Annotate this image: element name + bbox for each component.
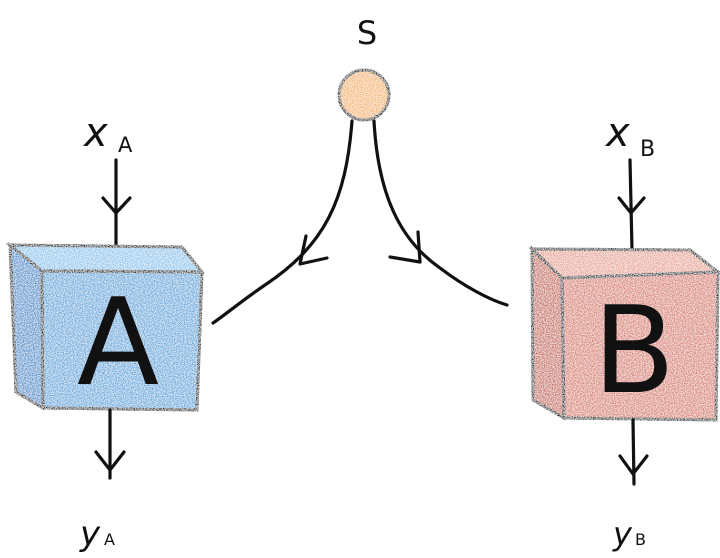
box-b-output-subscript: B xyxy=(635,530,646,549)
box-b-side-face xyxy=(530,245,566,421)
source-label: S xyxy=(357,14,377,52)
source-node: S xyxy=(337,14,391,122)
arrow-to-a-icon xyxy=(298,234,329,266)
box-b-label: B xyxy=(593,282,675,421)
box-b-output-arrow-icon xyxy=(618,418,649,486)
box-b-front-face xyxy=(560,270,720,422)
box-a-output-label: y xyxy=(79,514,101,554)
box-a-output-arrow-icon xyxy=(94,408,126,480)
box-a-side-face xyxy=(8,241,45,411)
box-b-input-arrow-icon xyxy=(617,158,646,252)
box-b-input-subscript: B xyxy=(640,137,655,162)
box-b-input-label: x xyxy=(604,110,630,156)
box-a: x A A y A xyxy=(5,110,206,554)
box-a-label: A xyxy=(77,274,159,413)
source-to-a-channel xyxy=(211,119,354,325)
arrow-to-b-icon xyxy=(388,230,422,264)
box-a-front-face xyxy=(40,269,204,412)
source-to-b-channel xyxy=(372,119,509,307)
box-b: x B B y B xyxy=(528,110,720,553)
source-circle xyxy=(337,68,391,122)
box-a-input-subscript: A xyxy=(118,133,133,157)
box-a-output-subscript: A xyxy=(104,530,115,549)
box-b-output-label: y xyxy=(612,515,633,553)
box-a-input-label: x xyxy=(82,110,108,156)
